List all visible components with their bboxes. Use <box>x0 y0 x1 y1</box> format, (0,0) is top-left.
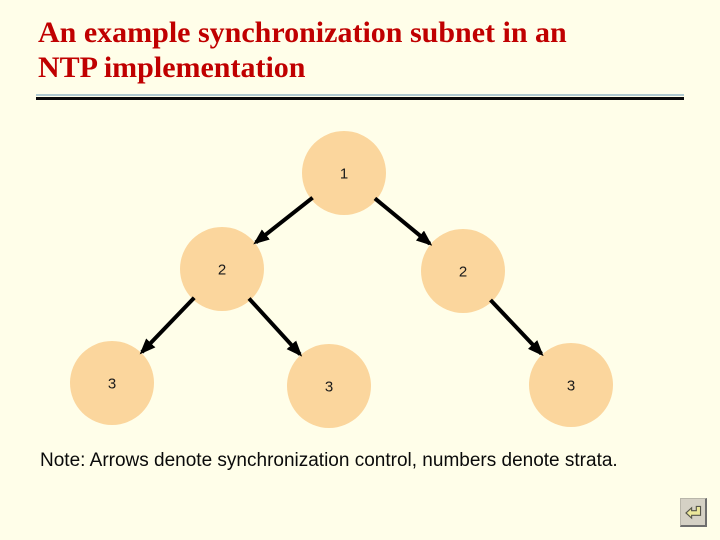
title-line-1: An example synchronization subnet in an <box>38 16 567 49</box>
node-label-stratum3-left: 3 <box>108 375 116 392</box>
sync-arrow-stratum2-left-to-stratum3-left <box>139 296 196 355</box>
sync-arrow-stratum1-to-stratum2-right <box>373 196 433 246</box>
node-label-stratum3-middle: 3 <box>325 378 333 395</box>
return-arrow-icon <box>684 505 701 519</box>
title-line-2: NTP implementation <box>38 51 306 84</box>
title-underline-accent <box>36 94 684 96</box>
note-text: Note: Arrows denote synchronization cont… <box>40 450 618 471</box>
node-label-stratum2-left: 2 <box>218 261 226 278</box>
stratum-node-stratum2-right <box>421 229 505 313</box>
stratum-node-stratum3-left <box>70 341 154 425</box>
title-underline <box>36 94 684 100</box>
sync-arrow-stratum2-right-to-stratum3-right <box>489 298 544 357</box>
sync-arrow-stratum1-to-stratum2-left <box>253 196 314 245</box>
stratum-node-stratum1 <box>302 131 386 215</box>
stratum-node-stratum3-middle <box>287 344 371 428</box>
return-button[interactable] <box>680 498 707 527</box>
sync-arrow-stratum2-left-to-stratum3-middle <box>247 297 303 357</box>
slide-title: An example synchronization subnet in an … <box>38 15 678 85</box>
title-underline-black <box>36 97 684 100</box>
node-label-stratum3-right: 3 <box>567 377 575 394</box>
stratum-node-stratum2-left <box>180 227 264 311</box>
node-label-stratum2-right: 2 <box>459 263 467 280</box>
stratum-node-stratum3-right <box>529 343 613 427</box>
node-label-stratum1: 1 <box>340 165 348 182</box>
